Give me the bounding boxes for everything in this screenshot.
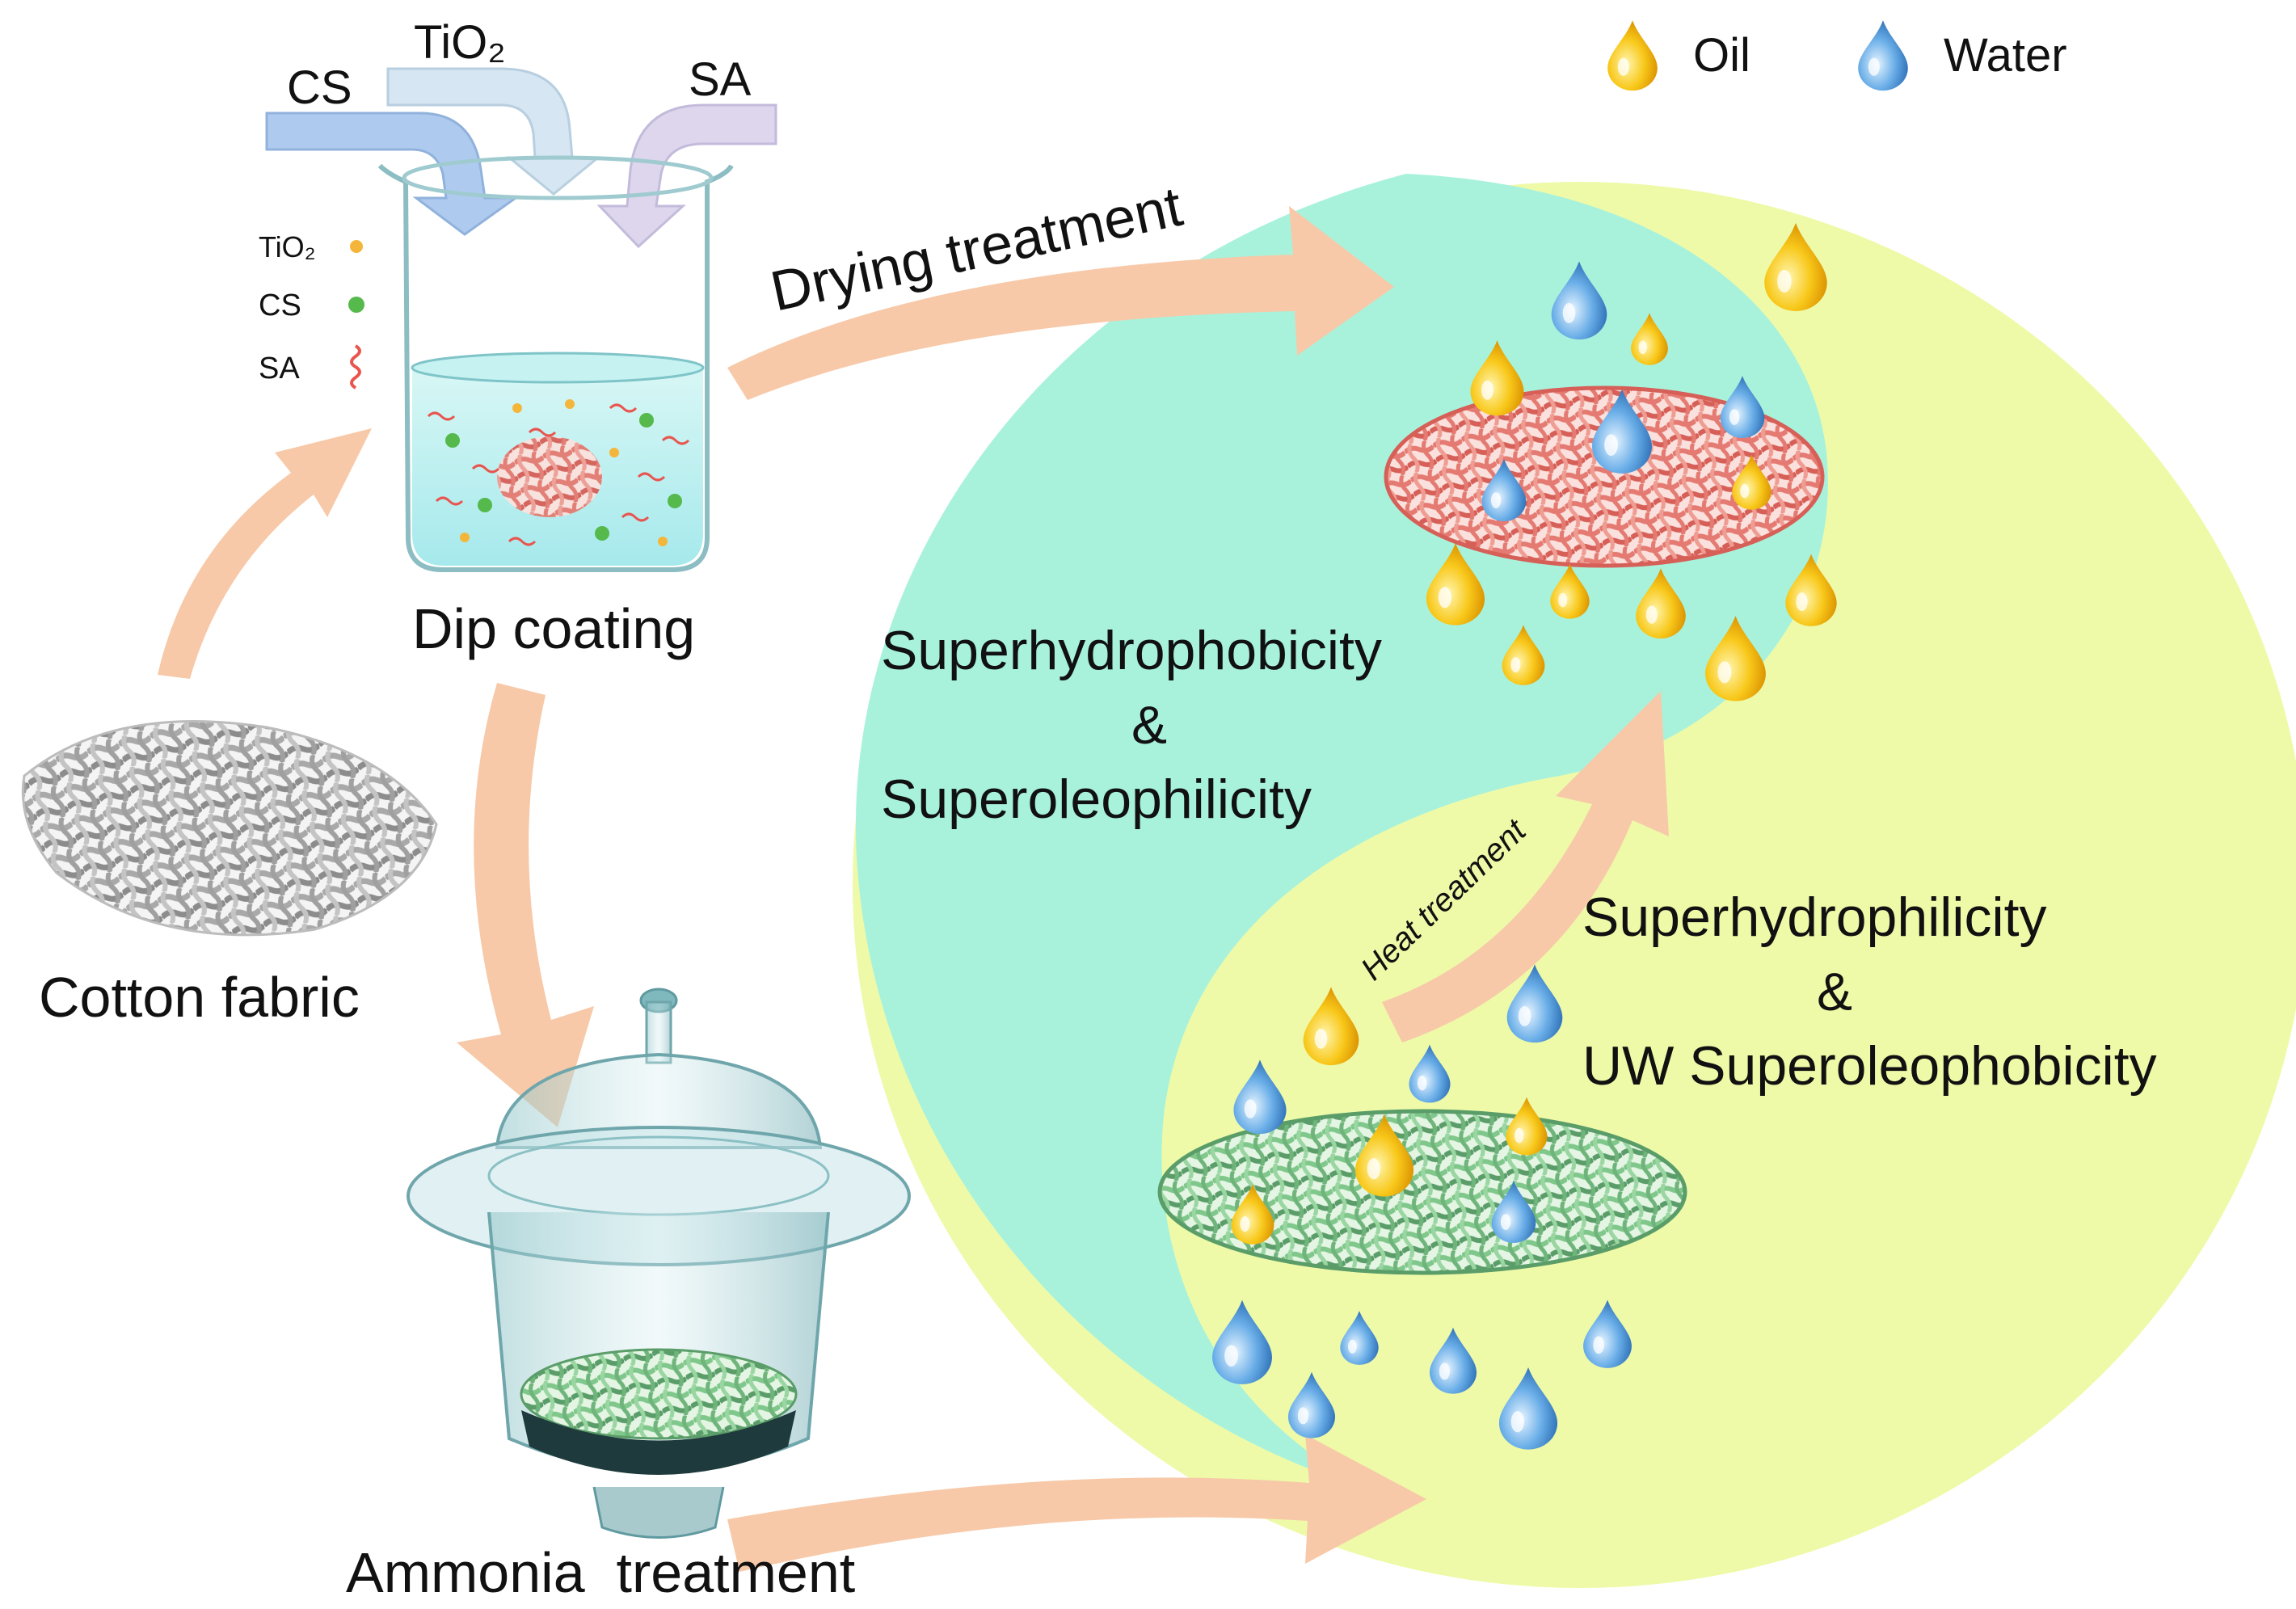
water-droplet-icon bbox=[1858, 20, 1908, 91]
hydrophobic-ampersand: & bbox=[1131, 695, 1167, 755]
ammonia-desiccator bbox=[407, 988, 911, 1539]
beaker-to-ammonia-arrow bbox=[457, 683, 594, 1127]
hydrophilic-fabric bbox=[1157, 1109, 1687, 1275]
tio2-label: TiO₂ bbox=[414, 16, 506, 69]
hydrophilic-state-text: Superhydrophilicity & UW Superoleophobic… bbox=[1582, 887, 2157, 1097]
sa-label: SA bbox=[689, 53, 752, 106]
ammonia-chamber-fabric bbox=[520, 1348, 798, 1440]
legend: Oil Water bbox=[1607, 20, 2067, 91]
hydrophobic-state-text: Superhydrophobicity & Superoleophilicity bbox=[881, 620, 1382, 830]
superhydrophilicity-label: Superhydrophilicity bbox=[1582, 887, 2047, 948]
ammonia-treatment-label: Ammonia treatment bbox=[346, 1541, 855, 1604]
oil-droplet-icon bbox=[1607, 20, 1658, 91]
key-cs-marker bbox=[348, 297, 364, 313]
sa-input-arrow bbox=[596, 103, 777, 249]
process-arrows bbox=[158, 206, 1669, 1572]
superoleophilicity-label: Superoleophilicity bbox=[881, 769, 1312, 830]
ammonia-to-hydrophilic-arrow bbox=[727, 1434, 1426, 1572]
key-tio2-marker bbox=[350, 240, 363, 253]
drying-treatment-arrow bbox=[727, 206, 1394, 400]
heat-treatment-arrow bbox=[1382, 691, 1669, 1042]
key-sa-marker bbox=[350, 344, 361, 390]
beaker-glass bbox=[377, 163, 734, 572]
key-tio2-label: TiO₂ bbox=[259, 230, 316, 263]
hydrophilic-ampersand: & bbox=[1817, 962, 1852, 1021]
beaker-particles bbox=[427, 399, 690, 546]
fabric-to-beaker-arrow bbox=[158, 428, 372, 679]
dip-coating-beaker bbox=[377, 155, 734, 572]
cotton-fabric-swatch bbox=[21, 720, 438, 937]
key-cs-label: CS bbox=[259, 289, 301, 322]
beaker-key: TiO₂ CS SA bbox=[259, 230, 364, 390]
uw-superoleophobicity-label: UW Superoleophobicity bbox=[1582, 1035, 2157, 1097]
dip-coating-label: Dip coating bbox=[412, 597, 695, 660]
legend-water-label: Water bbox=[1944, 29, 2067, 82]
key-sa-label: SA bbox=[259, 352, 300, 385]
cotton-fabric-label: Cotton fabric bbox=[39, 966, 360, 1029]
beaker-fabric bbox=[497, 436, 602, 517]
hydrophobic-fabric bbox=[1384, 385, 1825, 568]
input-arrows bbox=[265, 67, 777, 249]
superhydrophobicity-label: Superhydrophobicity bbox=[881, 620, 1382, 681]
legend-oil-label: Oil bbox=[1693, 29, 1750, 82]
cs-label: CS bbox=[287, 61, 352, 114]
